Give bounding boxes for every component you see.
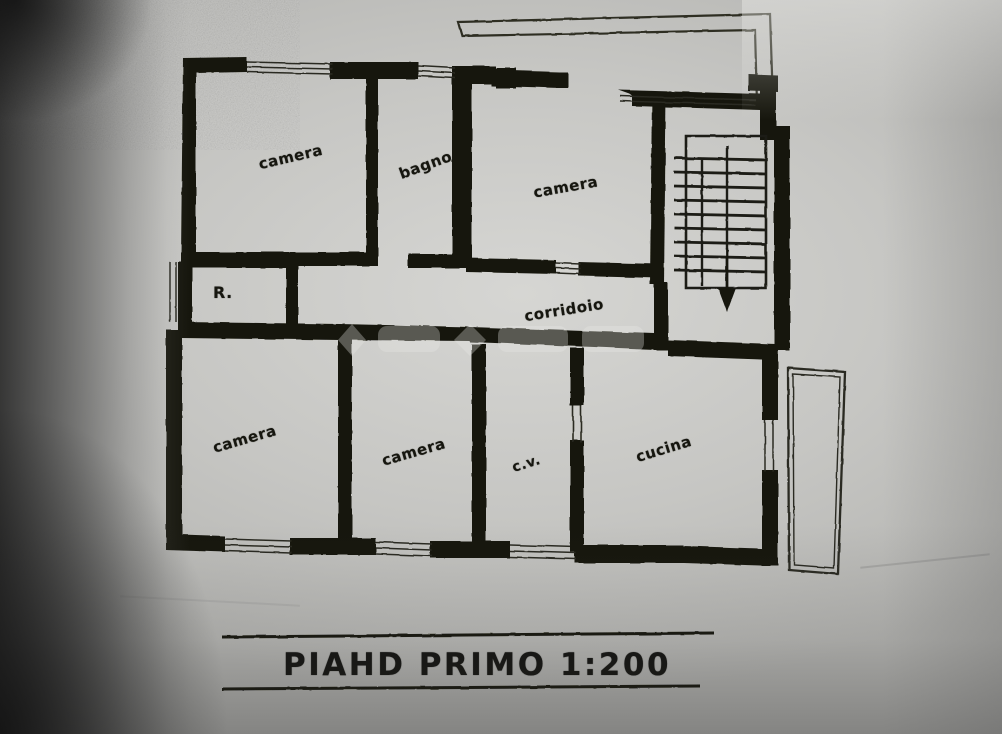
photo-highlight-top-right [742, 0, 1002, 120]
plan-title: PIAHD PRIMO 1:200 [283, 647, 671, 683]
title-rules [221, 631, 715, 691]
photo-shadow-right [882, 0, 1002, 734]
terrace-top [456, 12, 775, 106]
photo-shadow-bottom-left [0, 404, 230, 734]
photo-shadow-top-left [0, 0, 150, 120]
staircase [673, 134, 768, 312]
walls [166, 57, 790, 566]
room-label-ripostiglio: R. [213, 283, 233, 302]
balcony-right [786, 366, 847, 576]
